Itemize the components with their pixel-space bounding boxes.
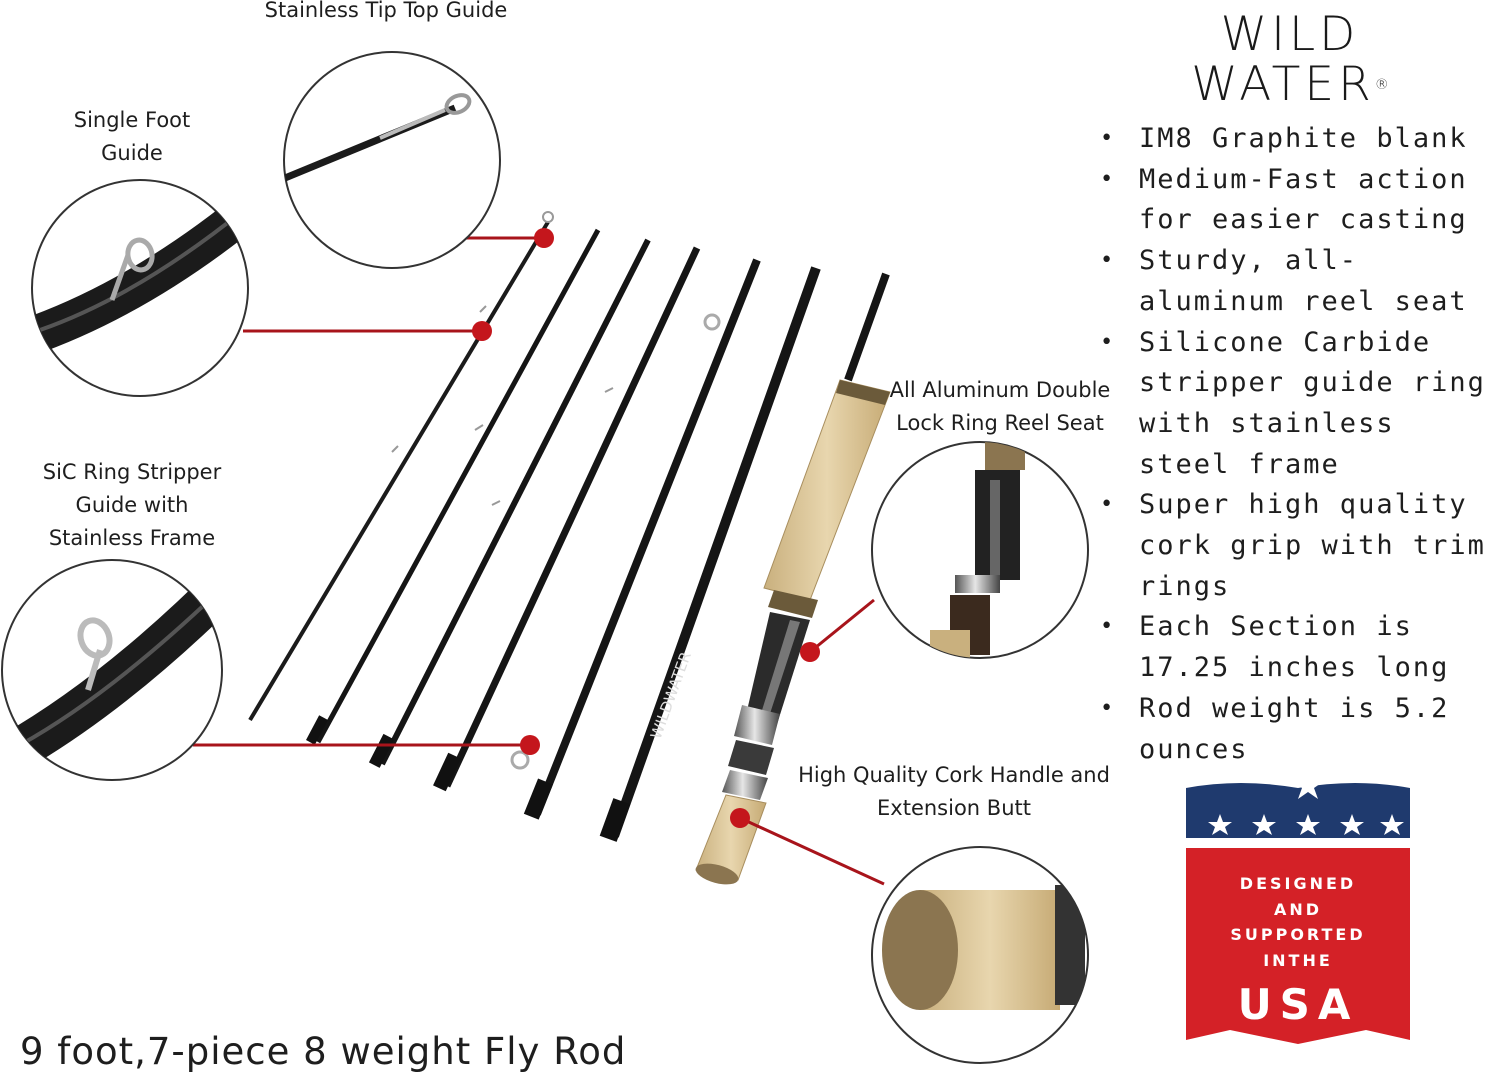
logo-line-1: WILD xyxy=(1220,7,1360,62)
rod-section-3 xyxy=(368,238,651,768)
badge-shape xyxy=(1186,770,1410,1044)
callout-stripper-line-2: Guide with xyxy=(75,493,189,517)
feature-item: Each Section is 17.25 inches long xyxy=(1100,607,1500,688)
callout-single-foot-line-1: Single Foot xyxy=(73,108,191,132)
detail-reel-seat xyxy=(871,441,1089,659)
callout-single-foot-guide: Single Foot Guide xyxy=(32,104,232,170)
detail-single-foot-guide xyxy=(31,179,249,397)
logo-line-2-text: WATER xyxy=(1191,57,1375,112)
rod-section-butt xyxy=(695,272,891,885)
rod-section-5 xyxy=(510,258,761,820)
registered-mark: ® xyxy=(1374,77,1389,93)
callout-tip-top-guide: Stainless Tip Top Guide xyxy=(236,0,536,27)
badge-line-2: AND xyxy=(1273,899,1323,919)
callout-cork-handle: High Quality Cork Handle and Extension B… xyxy=(786,759,1122,825)
feature-list: IM8 Graphite blank Medium-Fast action fo… xyxy=(1100,119,1500,770)
callout-stripper-line-3: Stainless Frame xyxy=(48,526,216,550)
feature-item: Silicone Carbide stripper guide ring wit… xyxy=(1100,323,1500,486)
badge-country: USA xyxy=(1237,980,1359,1029)
rod-section-4 xyxy=(433,246,701,792)
callout-cork-line-1: High Quality Cork Handle and xyxy=(798,763,1110,787)
detail-cork-butt xyxy=(871,846,1089,1064)
callout-reel-seat: All Aluminum Double Lock Ring Reel Seat xyxy=(878,374,1122,440)
callout-tip-top-line-1: Stainless Tip Top Guide xyxy=(264,0,508,22)
badge-line-4: INTHE xyxy=(1263,950,1333,970)
callout-stripper-guide: SiC Ring Stripper Guide with Stainless F… xyxy=(22,456,242,555)
feature-item: Super high quality cork grip with trim r… xyxy=(1100,485,1500,607)
logo-line-2: WATER® xyxy=(1140,60,1440,110)
detail-stripper-guide xyxy=(1,559,223,781)
brand-logo: WILD WATER® xyxy=(1140,10,1440,110)
usa-badge: DESIGNED AND SUPPORTED INTHE USA xyxy=(1180,758,1416,1048)
rod-section-2 xyxy=(306,228,601,745)
feature-item: Medium-Fast action for easier casting xyxy=(1100,160,1500,241)
product-caption: 9 foot,7-piece 8 weight Fly Rod xyxy=(20,1030,627,1073)
badge-line-1: DESIGNED xyxy=(1239,874,1357,893)
callout-stripper-line-1: SiC Ring Stripper xyxy=(42,460,222,484)
callout-reel-seat-line-2: Lock Ring Reel Seat xyxy=(896,411,1104,435)
feature-item: IM8 Graphite blank xyxy=(1100,119,1500,160)
callout-cork-line-2: Extension Butt xyxy=(877,796,1031,820)
badge-line-3: SUPPORTED xyxy=(1230,925,1366,944)
rod-section-1 xyxy=(248,211,554,722)
detail-tip-top xyxy=(283,51,501,269)
feature-item: Rod weight is 5.2 ounces xyxy=(1100,689,1500,770)
callout-single-foot-line-2: Guide xyxy=(101,141,163,165)
feature-item: Sturdy, all-aluminum reel seat xyxy=(1100,241,1500,322)
badge-tagline: DESIGNED AND SUPPORTED INTHE xyxy=(1180,871,1416,973)
callout-reel-seat-line-1: All Aluminum Double xyxy=(889,378,1111,402)
